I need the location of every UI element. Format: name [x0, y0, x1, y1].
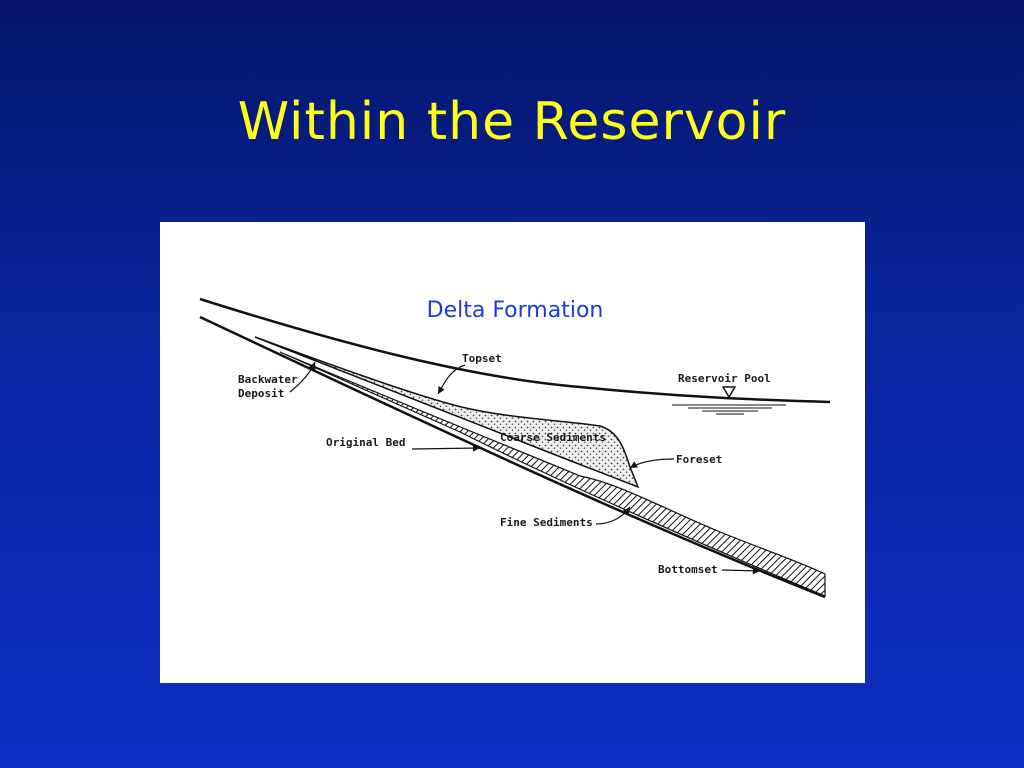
label-backwater-line2: Deposit: [238, 387, 284, 400]
diagram-panel: Delta Formation: [160, 222, 865, 683]
diagram-caption: Delta Formation: [426, 298, 604, 323]
original-bed-line: [199, 315, 826, 599]
bottomset-leader: [721, 567, 761, 575]
label-bottomset: Bottomset: [658, 563, 718, 576]
water-level-icon: [721, 386, 737, 399]
backwater-leader: [289, 361, 316, 393]
fine-sediments-leader: [595, 506, 631, 525]
topset-leader: [437, 364, 466, 395]
coarse-sediments-body: [254, 336, 640, 489]
label-original-bed: Original Bed: [326, 436, 405, 449]
water-surface-line: [199, 297, 831, 404]
original-bed-leader: [411, 444, 481, 452]
label-coarse-sediments: Coarse Sediments: [500, 431, 606, 444]
water-ripples-icon: [672, 404, 786, 415]
label-topset: Topset: [462, 352, 502, 365]
label-backwater-line1: Backwater: [238, 373, 298, 386]
foreset-leader: [629, 458, 675, 469]
slide-title: Within the Reservoir: [237, 92, 787, 152]
label-foreset: Foreset: [676, 453, 722, 466]
delta-formation-diagram: Topset Reservoir Pool Backwater Deposit …: [199, 297, 831, 599]
fine-sediments-layer: [279, 351, 826, 597]
label-fine-sediments: Fine Sediments: [500, 516, 593, 529]
label-reservoir-pool: Reservoir Pool: [678, 372, 771, 385]
